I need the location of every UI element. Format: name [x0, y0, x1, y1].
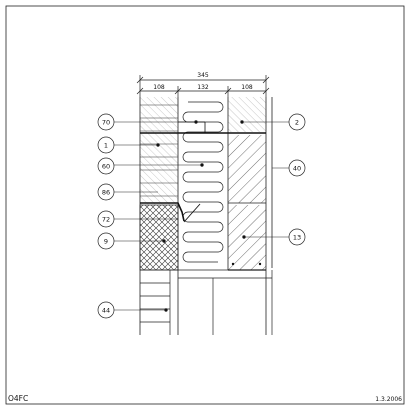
- cross-hatched-block: [139, 204, 179, 271]
- callout-44: 44: [97, 301, 115, 319]
- callout-13: 13: [288, 228, 306, 246]
- callout-86: 86: [97, 183, 115, 201]
- callout-70: 70: [97, 113, 115, 131]
- svg-text:1: 1: [104, 142, 108, 150]
- callout-40: 40: [288, 159, 306, 177]
- svg-text:60: 60: [102, 163, 110, 171]
- callout-60: 60: [97, 157, 115, 175]
- dimension-line: [136, 75, 270, 97]
- drawing-code: O4FC: [8, 394, 28, 403]
- callout-9: 9: [97, 232, 115, 250]
- svg-text:70: 70: [102, 119, 110, 127]
- insulation-layer: [182, 101, 224, 263]
- svg-text:86: 86: [102, 189, 110, 197]
- callout-2: 2: [288, 113, 306, 131]
- drawing-date: 1.3.2006: [375, 396, 402, 403]
- svg-text:40: 40: [293, 165, 301, 173]
- svg-text:13: 13: [293, 234, 301, 242]
- callout-1: 1: [97, 136, 115, 154]
- overall-dimension: 345: [197, 72, 209, 79]
- left-brick-layer: [140, 97, 178, 205]
- svg-text:72: 72: [102, 216, 110, 224]
- right-concrete-layer: [228, 97, 266, 271]
- svg-text:44: 44: [102, 307, 110, 315]
- flashing-lines: [140, 121, 266, 223]
- svg-text:2: 2: [295, 119, 299, 127]
- callout-72: 72: [97, 210, 115, 228]
- dimension-segment-3: 108: [241, 84, 253, 91]
- svg-text:9: 9: [104, 238, 108, 246]
- leader-lines: [114, 120, 289, 312]
- lower-wall: [140, 269, 273, 335]
- page-frame: [5, 5, 405, 405]
- dimension-segment-2: 132: [197, 84, 209, 91]
- dimension-segment-1: 108: [153, 84, 165, 91]
